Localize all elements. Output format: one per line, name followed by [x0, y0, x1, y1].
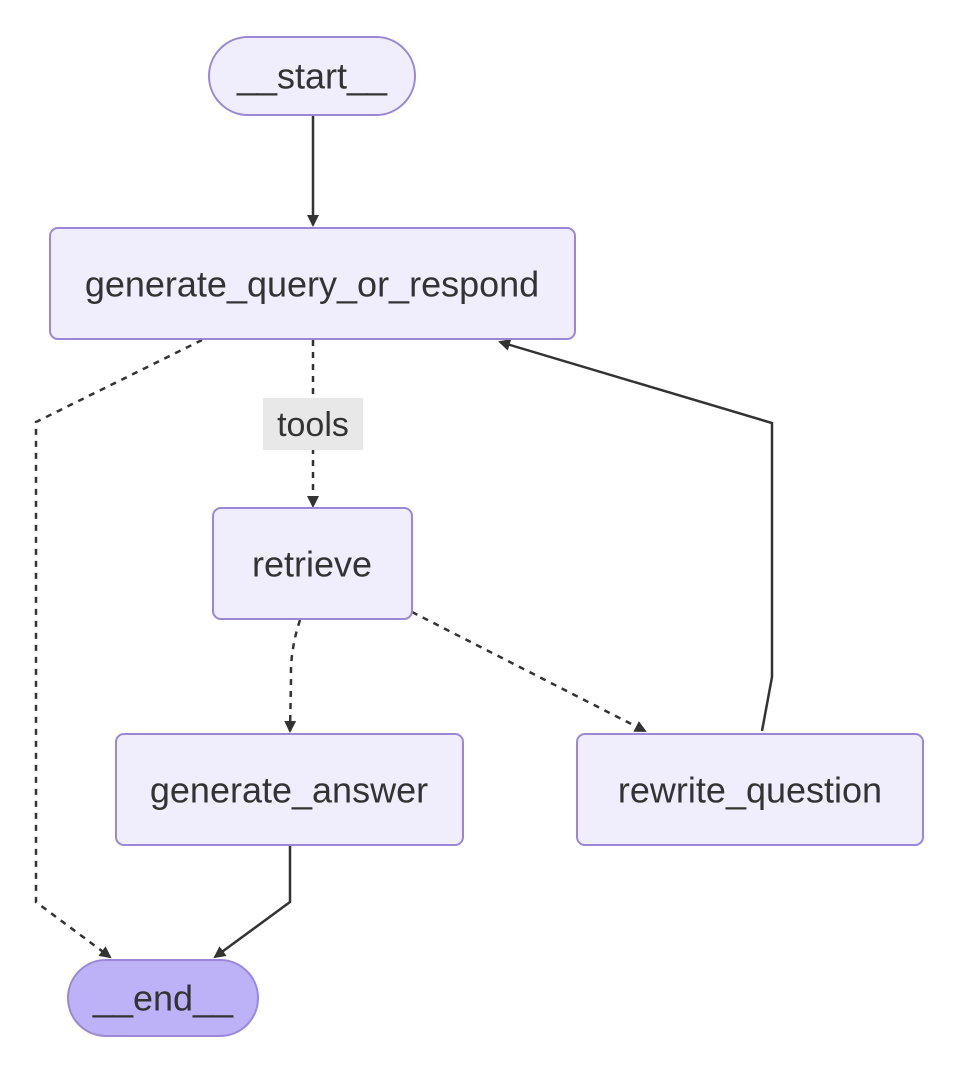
node-generate-answer[interactable]: generate_answer: [115, 733, 464, 846]
node-retrieve-label: retrieve: [252, 544, 372, 585]
node-rewrite-question[interactable]: rewrite_question: [576, 733, 924, 846]
edge-rewrite-question-to-generate-query: [498, 339, 774, 732]
node-rewrite-question-label: rewrite_question: [618, 770, 882, 811]
edge-generate-query-to-end: [34, 338, 203, 959]
node-start-label: __start__: [236, 56, 388, 97]
edge-label-tools-text: tools: [277, 406, 349, 444]
node-generate-query-or-respond-label: generate_query_or_respond: [85, 264, 539, 305]
edge-label-tools: tools: [263, 398, 363, 450]
node-generate-query-or-respond[interactable]: generate_query_or_respond: [49, 227, 576, 340]
edge-retrieve-to-generate-answer: [284, 619, 302, 733]
node-end[interactable]: __end__: [67, 959, 259, 1037]
node-start[interactable]: __start__: [208, 36, 416, 116]
edge-generate-answer-to-end: [213, 846, 292, 959]
edge-retrieve-to-rewrite-question: [411, 610, 647, 733]
edges: [34, 116, 774, 959]
node-end-label: __end__: [92, 978, 234, 1019]
node-generate-answer-label: generate_answer: [150, 770, 428, 811]
node-retrieve[interactable]: retrieve: [212, 507, 413, 620]
